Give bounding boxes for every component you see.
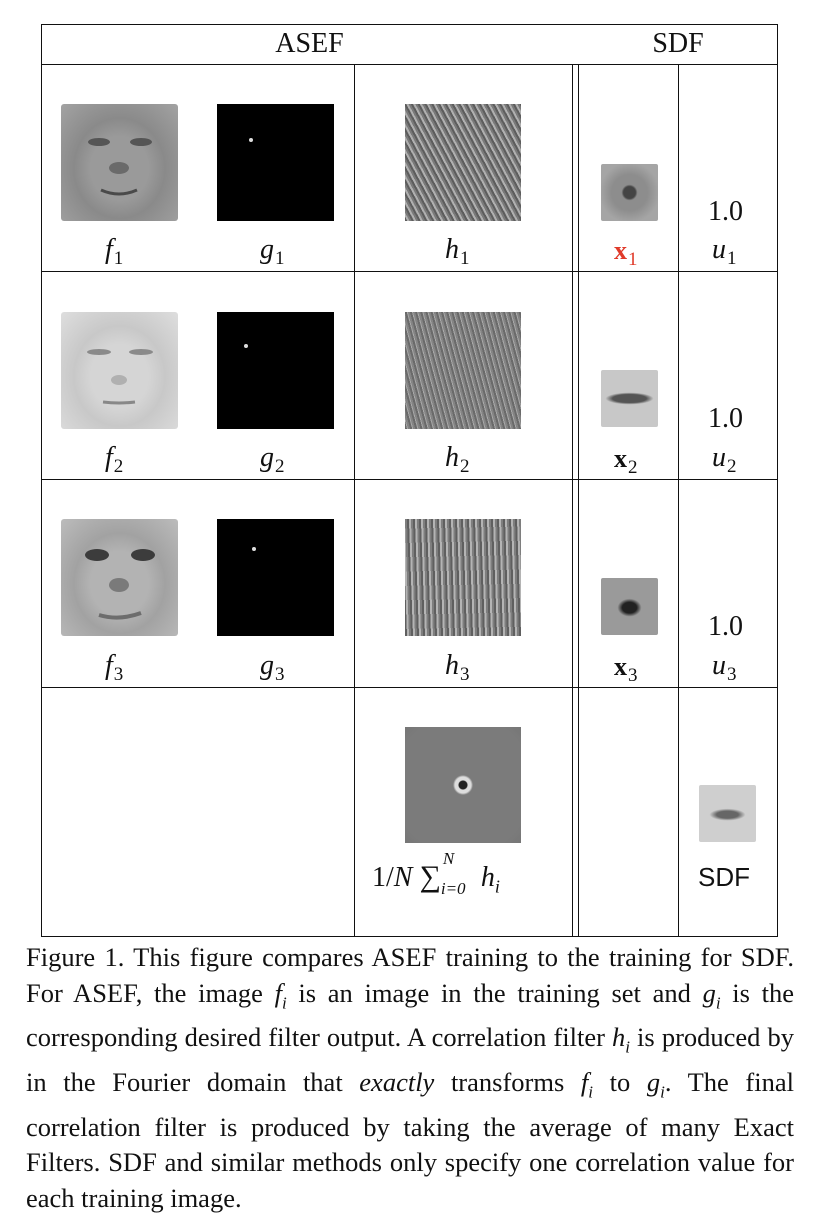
- desired-output-g3: [217, 519, 334, 636]
- peak-dot: [252, 547, 256, 551]
- label-f1: f1: [105, 234, 124, 269]
- col-divider-h: [354, 64, 355, 937]
- row-divider-2: [41, 479, 778, 480]
- sdf-filter-image: [699, 785, 756, 842]
- label-f2: f2: [105, 442, 124, 477]
- table-left-border: [41, 24, 42, 937]
- exact-filter-h3: [405, 519, 521, 636]
- desired-output-g2: [217, 312, 334, 429]
- table-top-border: [41, 24, 778, 25]
- table-right-border: [777, 24, 778, 937]
- row-divider-3: [41, 687, 778, 688]
- label-u2: u2: [712, 442, 737, 477]
- double-divider-right: [578, 64, 579, 937]
- label-h1: h1: [445, 234, 470, 269]
- double-divider-left: [572, 64, 573, 937]
- desired-output-g1: [217, 104, 334, 221]
- sdf-header: SDF: [652, 28, 704, 59]
- label-g3: g3: [260, 650, 285, 685]
- label-x3: x3: [614, 652, 638, 686]
- label-x2: x2: [614, 444, 638, 478]
- col-divider-u: [678, 64, 679, 937]
- correlation-u1: 1.0: [708, 196, 743, 227]
- correlation-u2: 1.0: [708, 403, 743, 434]
- exact-filter-h1: [405, 104, 521, 221]
- exact-filter-h2: [405, 312, 521, 429]
- correlation-u3: 1.0: [708, 611, 743, 642]
- label-x1: x1: [614, 236, 638, 270]
- eye-image-x2: [601, 370, 658, 427]
- label-g1: g1: [260, 234, 285, 269]
- label-u1: u1: [712, 234, 737, 269]
- sdf-label: SDF: [698, 862, 750, 892]
- label-f3: f3: [105, 650, 124, 685]
- face-image-f2: [61, 312, 178, 429]
- peak-dot: [244, 344, 248, 348]
- figure-table: ASEF SDF f1 g1 h1 x1 1.0 u1 f2 g2 h2 x2 …: [41, 24, 778, 937]
- eye-image-x3: [601, 578, 658, 635]
- label-g2: g2: [260, 442, 285, 477]
- row-divider-1: [41, 271, 778, 272]
- asef-header: ASEF: [275, 28, 344, 59]
- face-image-f3: [61, 519, 178, 636]
- peak-dot: [249, 138, 253, 142]
- average-filter-image: [405, 727, 521, 843]
- label-h3: h3: [445, 650, 470, 685]
- label-h2: h2: [445, 442, 470, 477]
- label-u3: u3: [712, 650, 737, 685]
- figure-caption: Figure 1. This figure compares ASEF trai…: [26, 942, 794, 1213]
- eye-image-x1: [601, 164, 658, 221]
- header-divider: [41, 64, 778, 65]
- table-bottom-border: [41, 936, 778, 937]
- face-image-f1: [61, 104, 178, 221]
